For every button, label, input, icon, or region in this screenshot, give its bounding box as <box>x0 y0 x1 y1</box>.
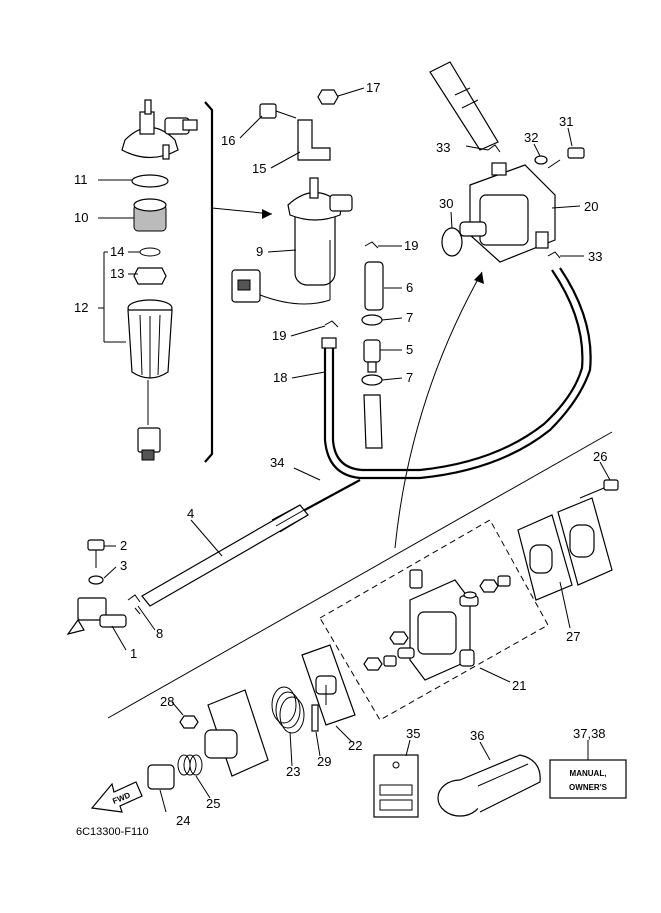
washer-32 <box>534 155 548 165</box>
callout-12: 12 <box>74 300 88 315</box>
joint-5 <box>363 339 381 373</box>
filter-element-10 <box>133 198 167 232</box>
bolt-16 <box>259 103 297 119</box>
callout-36: 36 <box>470 728 484 743</box>
sleeve-36 <box>437 754 541 817</box>
clamp-7-upper <box>361 314 383 326</box>
cover-plate <box>557 497 613 586</box>
callout-2: 2 <box>120 538 127 553</box>
manual-label-line2: OWNER'S <box>569 783 608 792</box>
callout-37-38: 37,38 <box>573 726 606 741</box>
callout-7-lower: 7 <box>406 370 413 385</box>
callout-34: 34 <box>270 455 284 470</box>
hose-18 <box>323 267 592 480</box>
nut-13 <box>133 267 167 285</box>
callout-28: 28 <box>160 694 174 709</box>
clip-19-lower <box>324 320 339 328</box>
callout-27: 27 <box>566 629 580 644</box>
clip-14 <box>139 247 161 257</box>
callout-5: 5 <box>406 342 413 357</box>
pump-assembly-21-outline <box>319 519 549 721</box>
callout-21: 21 <box>512 678 526 693</box>
cap-24 <box>147 764 175 790</box>
callout-25: 25 <box>206 796 220 811</box>
section-divider <box>107 431 613 719</box>
bolt-26 <box>579 479 619 499</box>
callout-18: 18 <box>273 370 287 385</box>
clip-33-upper <box>487 144 501 153</box>
nut-28 <box>179 715 199 729</box>
callout-33-upper: 33 <box>436 140 450 155</box>
callout-22: 22 <box>348 738 362 753</box>
hose-6 <box>364 261 384 311</box>
clip-19-top <box>364 241 379 249</box>
callout-4: 4 <box>187 506 194 521</box>
callout-16: 16 <box>221 133 235 148</box>
bolt-2 <box>87 539 105 568</box>
fuel-pump-body <box>409 569 475 681</box>
spring-23 <box>271 686 305 734</box>
diaphragm-22 <box>301 644 356 726</box>
leader-lines <box>98 87 611 813</box>
pump-cover <box>204 689 269 777</box>
callout-35: 35 <box>406 726 420 741</box>
callout-15: 15 <box>252 161 266 176</box>
pin-29 <box>311 704 319 732</box>
callout-3: 3 <box>120 558 127 573</box>
callout-14: 14 <box>110 244 124 259</box>
washer-3 <box>88 575 104 585</box>
callout-23: 23 <box>286 764 300 779</box>
fuel-filter-cap-illustration <box>121 99 198 160</box>
bracket-15 <box>297 119 331 161</box>
bracket-divider <box>204 101 214 463</box>
primer-bulb-hose <box>429 61 499 151</box>
clamp-7-lower <box>361 374 383 386</box>
callout-9: 9 <box>256 244 263 259</box>
fwd-arrow-icon <box>90 781 143 813</box>
fuel-pump-20 <box>459 162 556 263</box>
spring-25 <box>177 754 203 776</box>
callout-31: 31 <box>559 114 573 129</box>
callout-1: 1 <box>130 646 137 661</box>
callout-32: 32 <box>524 130 538 145</box>
o-ring-30 <box>441 227 463 257</box>
filter-cup-12 <box>127 299 173 461</box>
callout-13: 13 <box>110 266 124 281</box>
callout-26: 26 <box>593 449 607 464</box>
callout-30: 30 <box>439 196 453 211</box>
callout-17: 17 <box>366 80 380 95</box>
callout-8: 8 <box>156 626 163 641</box>
manual-label-line1: MANUAL, <box>570 769 607 778</box>
drawing-code: 6C13300-F110 <box>76 826 149 838</box>
callout-19-lower: 19 <box>272 328 286 343</box>
gasket-27 <box>517 514 573 601</box>
callout-10: 10 <box>74 210 88 225</box>
pipe-4 <box>141 504 309 607</box>
callout-29: 29 <box>317 754 331 769</box>
callout-24: 24 <box>176 813 190 828</box>
label-tag-35 <box>373 754 419 818</box>
callout-20: 20 <box>584 199 598 214</box>
clip-8 <box>127 594 141 615</box>
clip-33-lower <box>547 251 561 259</box>
o-ring-11 <box>131 174 169 188</box>
callout-6: 6 <box>406 280 413 295</box>
callout-33-lower: 33 <box>588 249 602 264</box>
fuel-filter-9 <box>231 177 353 305</box>
callout-11: 11 <box>74 172 88 187</box>
callout-19-upper: 19 <box>404 238 418 253</box>
callout-7-upper: 7 <box>406 310 413 325</box>
fitting-1 <box>66 597 127 635</box>
owners-manual-box <box>549 759 627 799</box>
nut-17 <box>317 89 339 105</box>
bolt-31 <box>547 147 585 169</box>
